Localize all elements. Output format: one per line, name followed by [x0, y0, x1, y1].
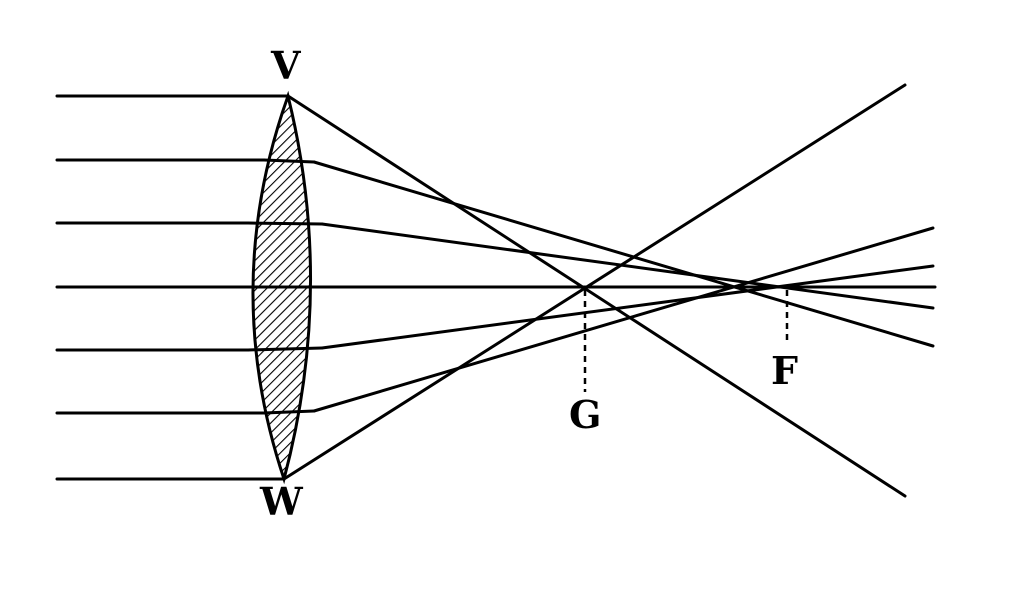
label-g: G [569, 392, 601, 437]
internal-ray-3 [246, 221, 324, 226]
internal-ray-2 [262, 158, 316, 164]
refracted-ray-lower-mid [312, 226, 935, 413]
refracted-ray-bottom-marginal [282, 83, 907, 481]
refracted-ray-upper-paraxial [320, 222, 935, 310]
refracted-rays [282, 83, 937, 498]
internal-ray-6 [262, 409, 316, 415]
refracted-ray-upper-mid [312, 160, 935, 348]
label-v: V [270, 43, 302, 88]
lens-internal-rays [240, 158, 328, 415]
incoming-rays [55, 94, 290, 481]
refracted-ray-top-marginal [286, 94, 907, 498]
label-w: W [259, 479, 304, 524]
label-f: F [771, 348, 798, 393]
refracted-ray-lower-paraxial [320, 264, 935, 350]
internal-ray-5 [246, 346, 324, 352]
